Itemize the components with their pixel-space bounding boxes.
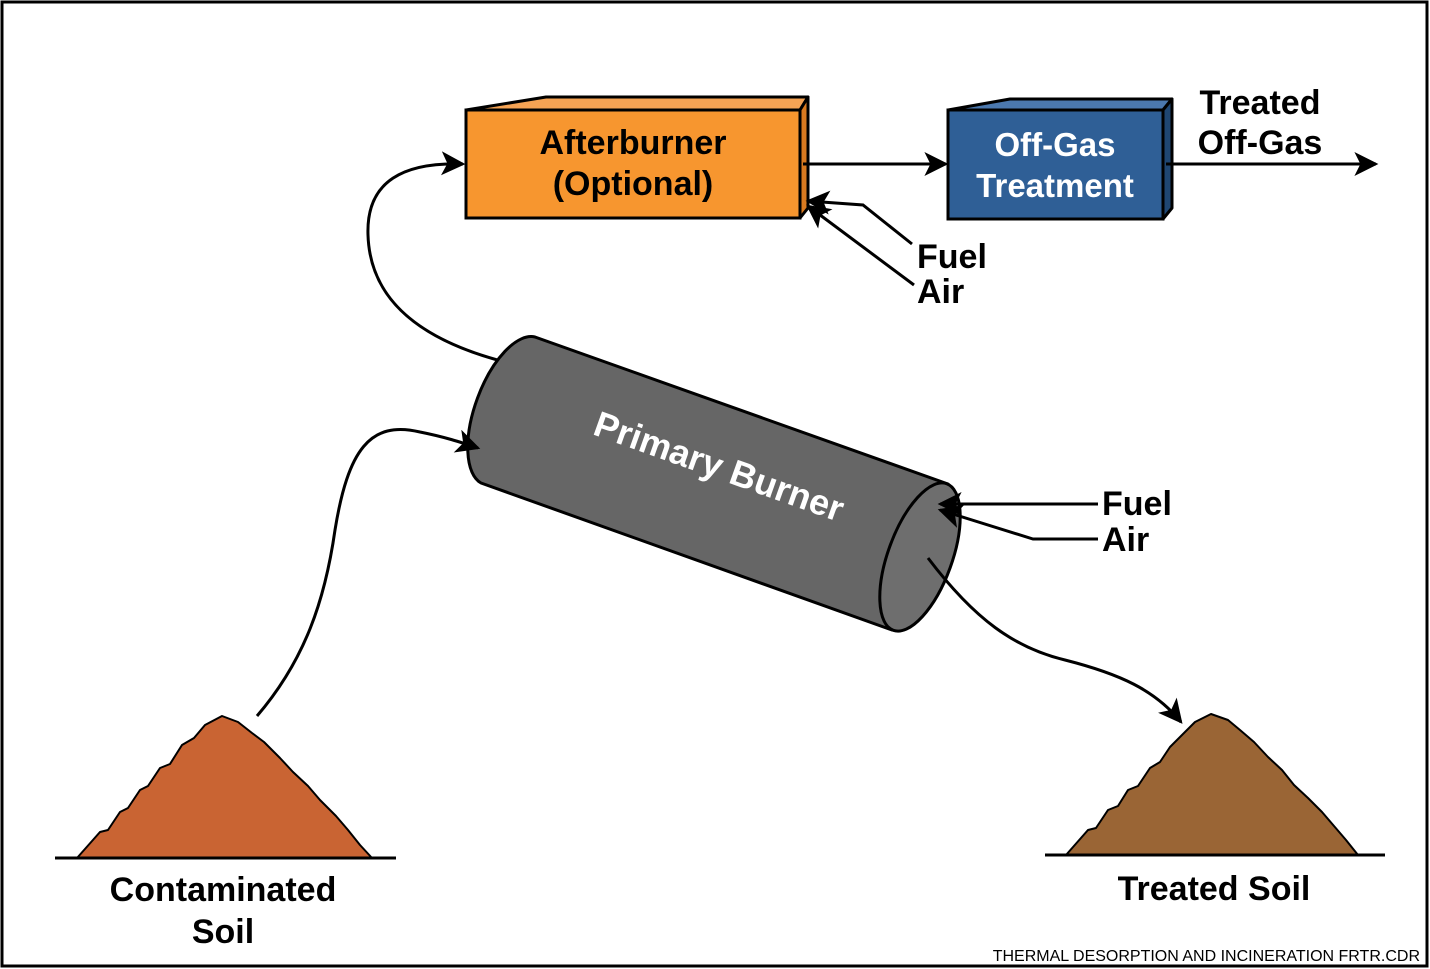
afterburner-fuel-line — [805, 190, 913, 246]
contaminated-soil-sublabel: Soil — [192, 913, 254, 951]
offgas-sublabel: Treatment — [976, 167, 1134, 204]
afterburner-air-label: Air — [917, 273, 964, 311]
contaminated-soil-pile — [55, 715, 396, 860]
footer-caption: THERMAL DESORPTION AND INCINERATION FRTR… — [993, 948, 1420, 965]
treated-soil-mound — [1065, 713, 1359, 856]
treated-offgas-sublabel: Off-Gas — [1198, 124, 1323, 162]
arrow-burner-to-afterburner — [366, 151, 506, 364]
treated-soil-label: Treated Soil — [1118, 870, 1311, 908]
contaminated-soil-label: Contaminated — [110, 871, 337, 909]
afterburner-label: Afterburner — [539, 124, 726, 162]
afterburner-box: Afterburner (Optional) — [464, 95, 810, 220]
arrow-burner-to-treated-soil — [926, 557, 1183, 724]
offgas-treatment-box: Off-Gas Treatment — [946, 97, 1174, 221]
primary-air-line — [937, 504, 1098, 541]
primary-fuel-label: Fuel — [1102, 485, 1172, 523]
contaminated-soil-mound — [76, 715, 373, 859]
arrow-soil-to-burner — [255, 427, 481, 717]
afterburner-face — [464, 108, 802, 220]
afterburner-air-line — [806, 204, 915, 287]
treated-offgas-label: Treated — [1200, 84, 1321, 122]
afterburner-fuel-label: Fuel — [917, 238, 987, 276]
offgas-label: Off-Gas — [994, 126, 1115, 163]
treated-soil-pile — [1045, 713, 1385, 857]
primary-burner-body — [466, 335, 950, 632]
primary-air-label: Air — [1102, 521, 1149, 559]
offgas-face — [946, 108, 1165, 221]
afterburner-sublabel: (Optional) — [553, 165, 714, 203]
primary-burner: Primary Burner — [466, 335, 962, 633]
